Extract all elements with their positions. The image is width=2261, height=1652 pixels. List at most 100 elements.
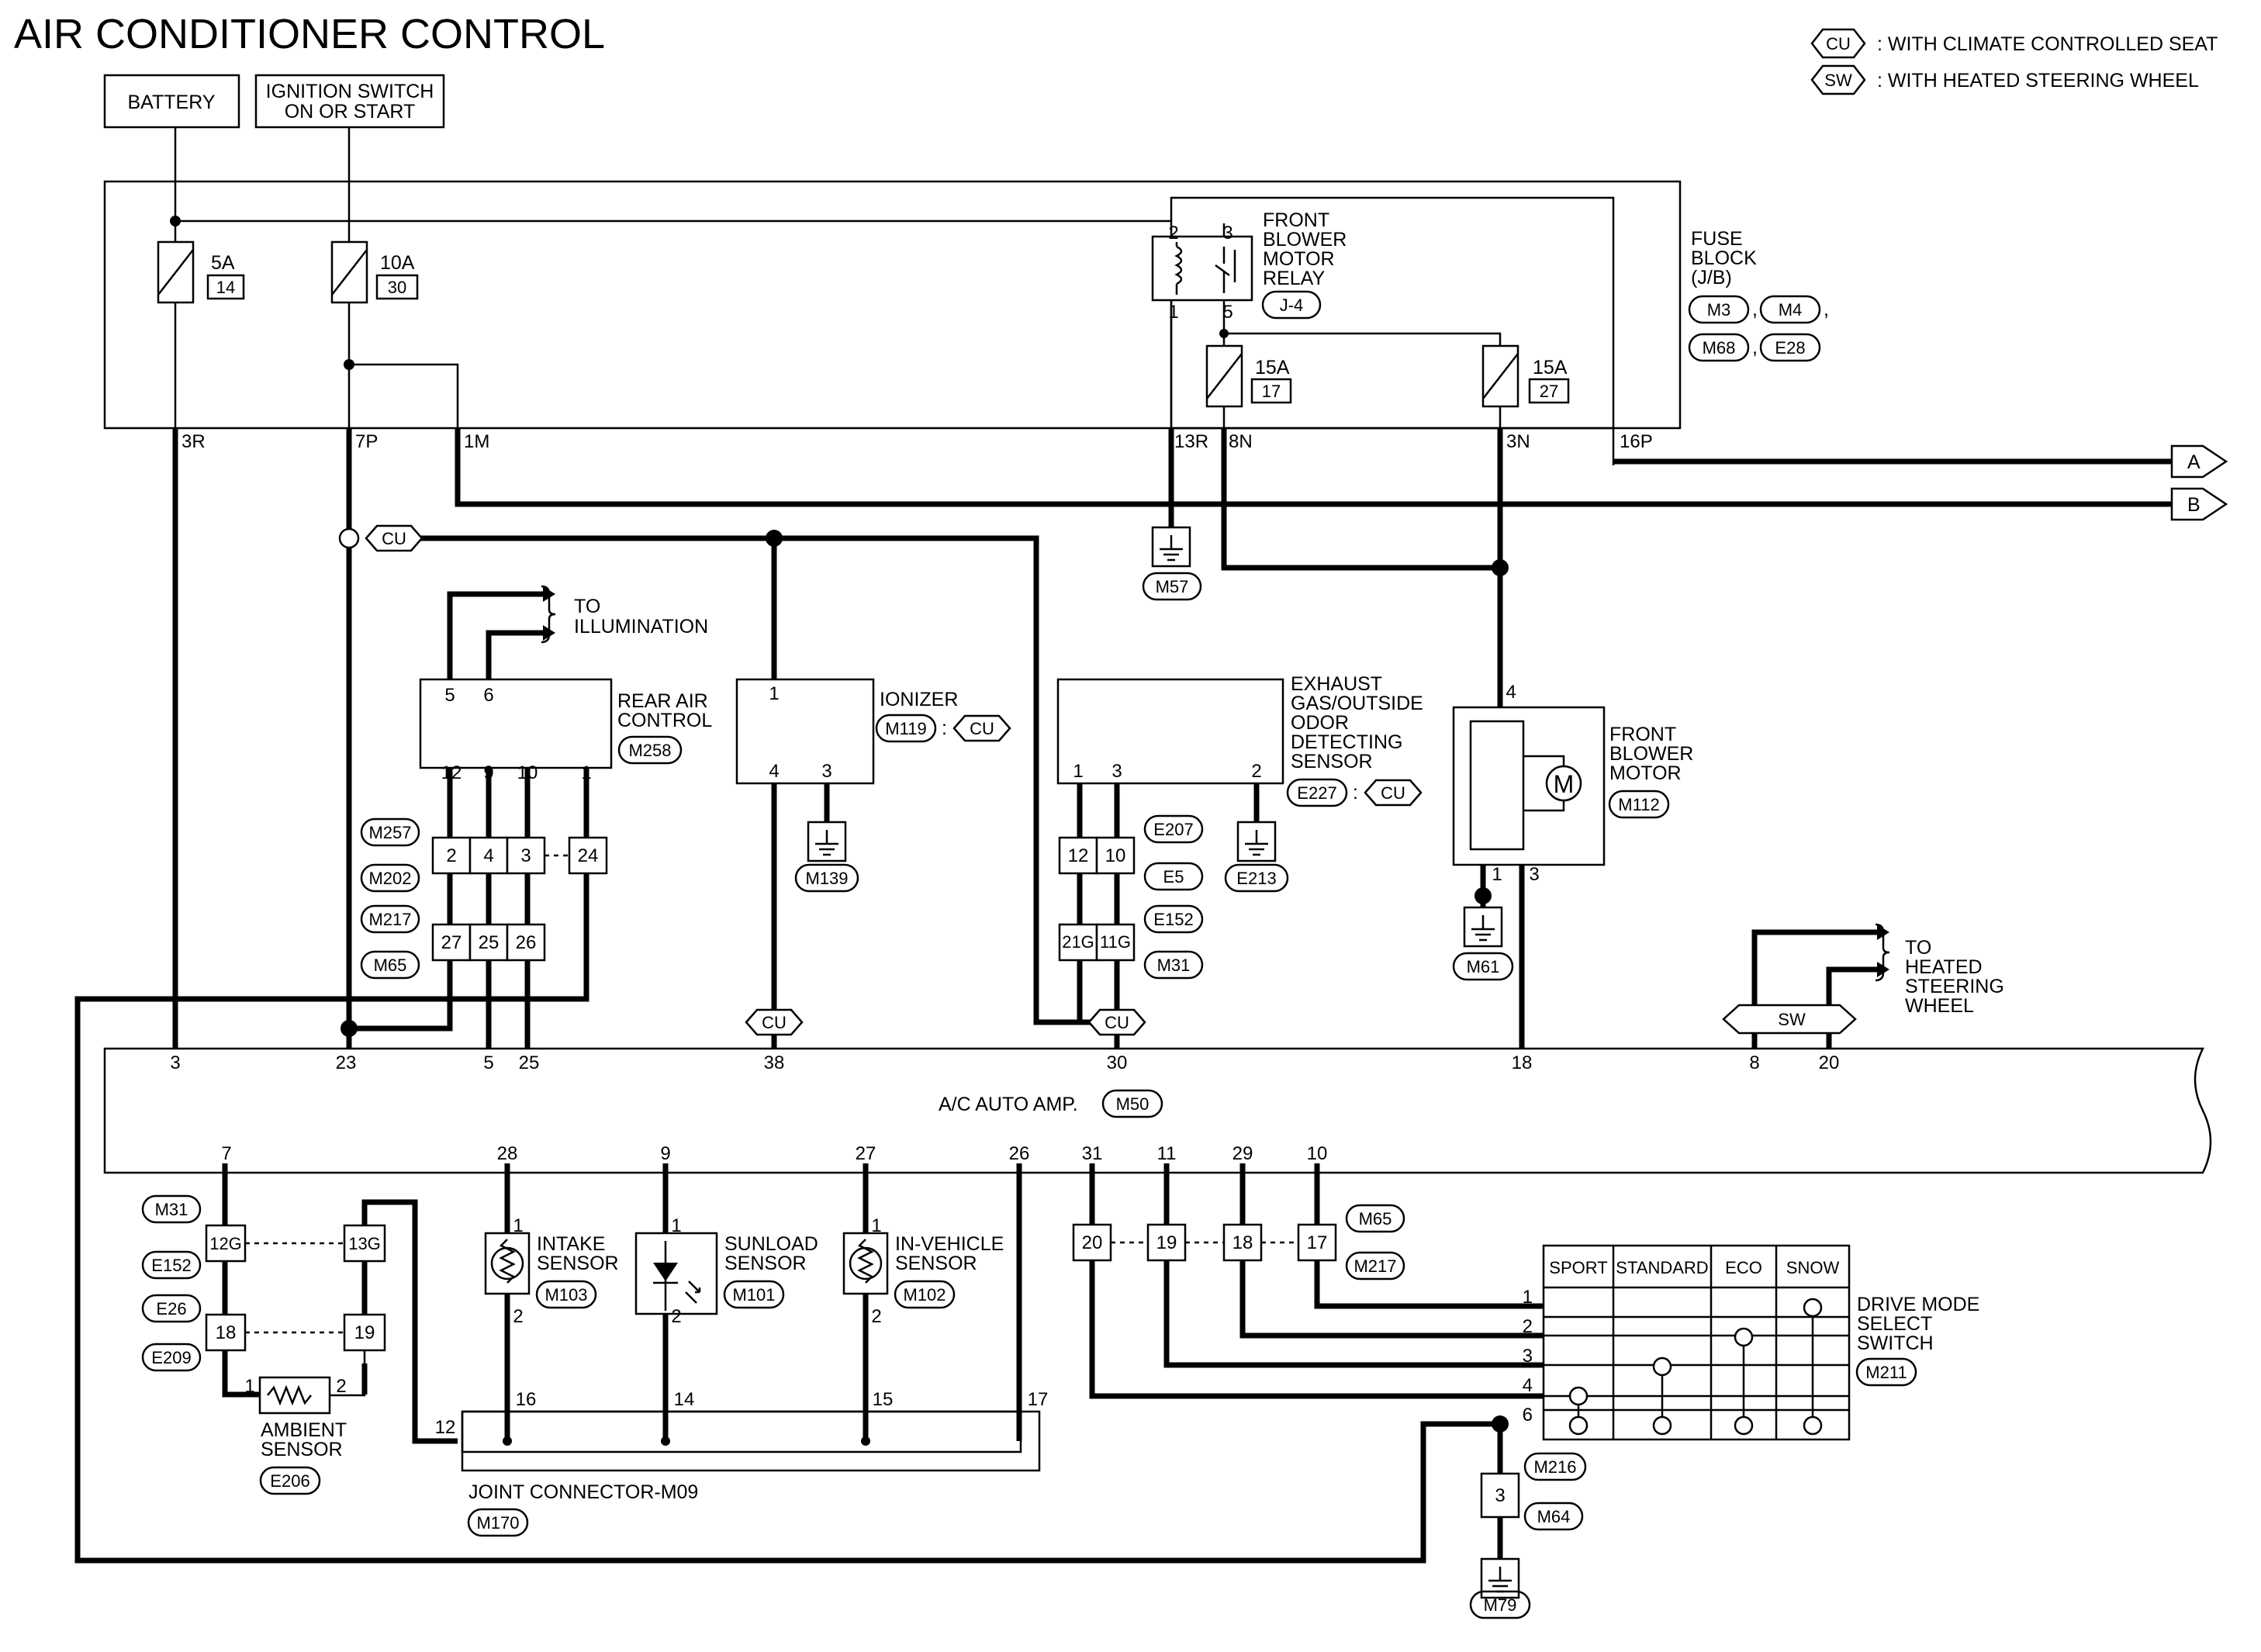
svg-text:ILLUMINATION: ILLUMINATION (574, 616, 708, 638)
svg-text:19: 19 (354, 1322, 375, 1343)
battery-source: BATTERY (103, 74, 240, 129)
svg-text:IGNITION SWITCH: IGNITION SWITCH (266, 81, 434, 102)
svg-text:SNOW: SNOW (1786, 1258, 1840, 1277)
svg-text:M: M (1554, 770, 1575, 798)
svg-text:IN-VEHICLE: IN-VEHICLE (895, 1233, 1004, 1255)
fuse-block-junction (170, 216, 181, 226)
svg-text:M57: M57 (1156, 577, 1189, 596)
legend-sw-code: SW (1824, 71, 1852, 90)
fuse-10a: 10A 30 (330, 240, 419, 304)
exhaust-gas-sensor: 1 3 2 EXHAUST GAS/OUTSIDE ODOR DETECTING… (1056, 673, 1423, 807)
ground-m79: M79 (1469, 1557, 1531, 1619)
svg-text:SENSOR: SENSOR (895, 1253, 977, 1274)
svg-text:12: 12 (435, 1417, 456, 1438)
ground-m139: M139 (794, 821, 859, 893)
legend: CU : WITH CLIMATE CONTROLLED SEAT SW : W… (1810, 28, 2218, 95)
svg-text:25: 25 (479, 932, 500, 953)
svg-text:27: 27 (856, 1143, 876, 1164)
svg-text:M65: M65 (1359, 1209, 1392, 1229)
svg-text:M68: M68 (1703, 338, 1736, 358)
svg-text:A/C AUTO AMP.: A/C AUTO AMP. (939, 1094, 1078, 1115)
relay-junction (1219, 329, 1229, 338)
svg-text:FUSE: FUSE (1691, 228, 1743, 250)
svg-text:STANDARD: STANDARD (1616, 1258, 1708, 1277)
svg-text:A: A (2187, 451, 2200, 473)
svg-text:,: , (1752, 337, 1758, 358)
drive-mode-inline-connectors: 20 19 18 17 M65 M217 (1072, 1204, 1405, 1280)
svg-text::: : (942, 717, 947, 739)
ignition-switch-source: IGNITION SWITCH ON OR START (254, 74, 445, 129)
svg-text:26: 26 (516, 932, 537, 953)
ionizer: 1 4 3 IONIZER M119 : CU (735, 678, 1011, 785)
diagram-title: AIR CONDITIONER CONTROL (14, 11, 605, 57)
svg-text:SENSOR: SENSOR (724, 1253, 807, 1274)
svg-text:18: 18 (1512, 1052, 1533, 1073)
svg-text:15: 15 (873, 1389, 894, 1410)
svg-text:B: B (2187, 494, 2200, 516)
ambient-sensor: M31 E152 E26 E209 12G 13G 18 19 1 2 AMBI… (141, 1194, 386, 1495)
svg-text:18: 18 (216, 1322, 237, 1343)
svg-text:2: 2 (336, 1376, 346, 1397)
svg-text:E213: E213 (1236, 869, 1276, 888)
svg-text:MOTOR: MOTOR (1609, 762, 1682, 784)
svg-text:M102: M102 (903, 1285, 946, 1305)
svg-text:M50: M50 (1116, 1094, 1150, 1114)
svg-text:CU: CU (970, 719, 994, 738)
svg-text:16P: 16P (1620, 431, 1653, 452)
svg-text:5: 5 (444, 685, 455, 706)
fuse-block-label: FUSE BLOCK (J/B) (1691, 228, 1757, 289)
drive-mode-select-switch: SPORT STANDARD ECO SNOW 1 2 3 4 6 DRIVE … (1523, 1244, 1979, 1441)
svg-text:FRONT: FRONT (1263, 209, 1329, 231)
svg-text:4: 4 (483, 845, 493, 866)
svg-text:1: 1 (1073, 761, 1083, 782)
svg-text:1: 1 (671, 1215, 681, 1236)
svg-text:EXHAUST: EXHAUST (1291, 673, 1382, 695)
svg-text:1: 1 (769, 683, 779, 704)
svg-text:BLOWER: BLOWER (1263, 229, 1347, 251)
svg-text:1: 1 (1492, 864, 1502, 885)
ground-m57: M57 (1142, 526, 1202, 601)
svg-text:M211: M211 (1865, 1363, 1907, 1382)
svg-text:SW: SW (1778, 1010, 1806, 1029)
svg-text:21G: 21G (1062, 932, 1094, 952)
rear-inline-connectors: M257 M202 M217 M65 2 4 3 24 27 25 26 (360, 817, 608, 980)
svg-text:19: 19 (1156, 1232, 1177, 1253)
svg-text:7P: 7P (355, 431, 378, 452)
svg-text:E207: E207 (1153, 820, 1193, 839)
svg-text:E152: E152 (1153, 910, 1193, 929)
svg-text:E227: E227 (1297, 783, 1336, 803)
svg-text:3: 3 (821, 761, 831, 782)
svg-text:1: 1 (581, 762, 591, 783)
svg-text:IONIZER: IONIZER (880, 689, 958, 710)
svg-text:BLOCK: BLOCK (1691, 247, 1757, 269)
svg-text:E152: E152 (151, 1256, 191, 1275)
svg-text:DETECTING: DETECTING (1291, 731, 1402, 753)
svg-text:2: 2 (446, 845, 456, 866)
svg-text:3: 3 (520, 845, 531, 866)
svg-text:SUNLOAD: SUNLOAD (724, 1233, 818, 1255)
svg-text:17: 17 (1262, 382, 1281, 401)
svg-text:JOINT CONNECTOR-M09: JOINT CONNECTOR-M09 (468, 1481, 698, 1503)
legend-cu-code: CU (1826, 34, 1851, 54)
svg-text:CU: CU (382, 529, 406, 548)
svg-text:4: 4 (1506, 682, 1516, 703)
offpage-b: B (2170, 487, 2228, 521)
svg-text:2: 2 (513, 1306, 523, 1327)
svg-text:20: 20 (1082, 1232, 1103, 1253)
svg-text:2: 2 (671, 1306, 681, 1327)
front-blower-motor-relay: 2 3 1 5 FRONT BLOWER MOTOR RELAY J-4 (1151, 209, 1347, 323)
svg-text:RELAY: RELAY (1263, 268, 1325, 289)
svg-text:CU: CU (1105, 1013, 1129, 1032)
svg-text:2: 2 (1251, 761, 1261, 782)
svg-text:M119: M119 (885, 719, 926, 738)
svg-text:SENSOR: SENSOR (261, 1439, 343, 1460)
fuse-block-terminals: 3R 7P 1M 13R 8N 3N 16P (182, 431, 1653, 452)
joint-connector-m09: 12 16 14 15 17 JOINT CONNECTOR-M09 M170 (435, 1389, 1048, 1537)
svg-text:M112: M112 (1618, 795, 1659, 814)
svg-text:M3: M3 (1707, 300, 1731, 320)
svg-text:ODOR: ODOR (1291, 712, 1349, 734)
sw-option-tag: SW (1722, 1004, 1857, 1035)
svg-text:ECO: ECO (1725, 1258, 1762, 1277)
sunload-sensor: 1 2 SUNLOAD SENSOR M101 (634, 1215, 818, 1327)
svg-text:M217: M217 (368, 910, 411, 929)
